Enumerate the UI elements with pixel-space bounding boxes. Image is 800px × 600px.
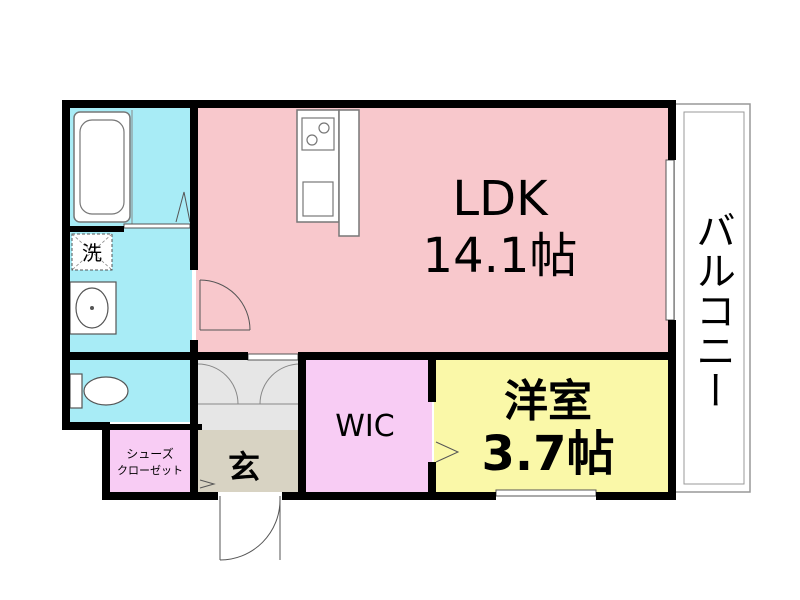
toilet-fixture [69,373,129,409]
shoe-closet-label-1: シューズ [126,446,173,461]
entrance-label: 玄 [228,448,260,486]
balcony-label: バルコニー [689,210,735,410]
genkan-hall [196,360,302,430]
bathtub [73,111,131,223]
ldk-label: LDK [452,171,549,227]
western-room [434,360,670,492]
wic-label: WIC [335,409,394,444]
wic-room [306,360,432,492]
entrance-door [219,496,281,561]
wash-basin [69,281,117,335]
western-size: 3.7帖 [481,426,614,482]
ldk-room [196,106,670,356]
laundry-pan: 洗 [71,233,113,271]
balcony: バルコニー [673,103,751,493]
ldk-size: 14.1帖 [423,228,578,284]
walls [62,100,676,500]
entrance-area [196,430,302,492]
shoe-closet-label-2: クローゼット [117,464,183,477]
laundry-label: 洗 [82,241,102,265]
western-label: 洋室 [504,376,592,427]
kitchen-counter [296,109,360,237]
shoe-closet [108,430,194,492]
ldk-door [199,279,251,331]
